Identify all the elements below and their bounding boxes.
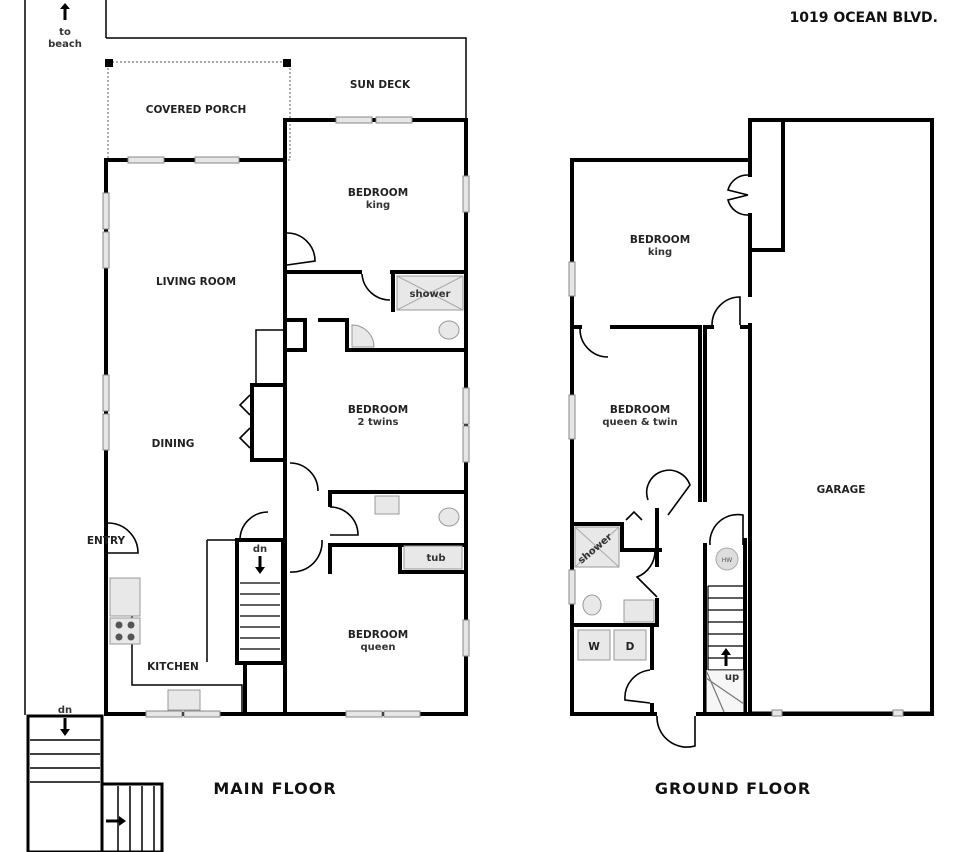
room-label-living-room: LIVING ROOM: [156, 276, 236, 288]
bed-type-king: king: [648, 247, 672, 258]
toilet-icon: [438, 320, 460, 340]
arrow-up-icon: [60, 3, 70, 20]
shower-label: shower: [410, 289, 451, 300]
dryer: [613, 629, 647, 661]
ground-floor-caption: GROUND FLOOR: [655, 779, 811, 798]
arrow-down-icon: [60, 729, 70, 736]
room-label-garage: GARAGE: [817, 484, 866, 496]
room-label-sun-deck: SUN DECK: [350, 79, 411, 91]
arrow-right-icon: [119, 816, 126, 826]
room-label-bedroom-king: BEDROOM: [630, 234, 690, 246]
stairs-up-label: up: [725, 672, 739, 683]
room-label-bedroom-queen: BEDROOM: [348, 629, 408, 641]
room-label-dining: DINING: [152, 438, 195, 450]
tub-label: tub: [426, 553, 445, 564]
arrow-down-icon: [255, 556, 265, 574]
arrow-up-icon: [721, 648, 731, 655]
water-heater-label: HW: [722, 557, 733, 564]
ground-floor: shower W D HW up BEDROOM kin: [568, 118, 934, 798]
bed-type-king: king: [366, 200, 390, 211]
room-label-covered-porch: COVERED PORCH: [146, 104, 246, 116]
toilet-icon: [582, 594, 602, 616]
room-label-bedroom-queen-twin: BEDROOM: [610, 404, 670, 416]
toilet-icon: [438, 507, 460, 527]
room-label-entry: ENTRY: [87, 535, 126, 547]
tub-fixture: [403, 545, 463, 570]
sink-icon: [623, 599, 655, 623]
room-label-bedroom-king: BEDROOM: [348, 187, 408, 199]
to-beach-label: beach: [48, 39, 82, 50]
dryer-label: D: [626, 641, 635, 653]
room-label-kitchen: KITCHEN: [147, 661, 199, 673]
property-address: 1019 OCEAN BLVD.: [790, 10, 938, 26]
sink-icon: [374, 495, 400, 515]
main-floor-caption: MAIN FLOOR: [213, 779, 336, 798]
washer: [577, 629, 611, 661]
to-beach-label: to: [59, 27, 71, 38]
bed-type-queen-twin: queen & twin: [602, 417, 677, 428]
bed-type-queen: queen: [361, 642, 396, 653]
sink-icon: [351, 324, 375, 348]
room-label-bedroom-twins: BEDROOM: [348, 404, 408, 416]
bed-type-twins: 2 twins: [358, 417, 399, 428]
water-heater: [715, 547, 739, 571]
main-floor: to beach: [24, 0, 470, 852]
exterior-stairs-down-label: dn: [58, 705, 72, 716]
stairs-down-label: dn: [253, 544, 267, 555]
washer-label: W: [588, 641, 600, 653]
